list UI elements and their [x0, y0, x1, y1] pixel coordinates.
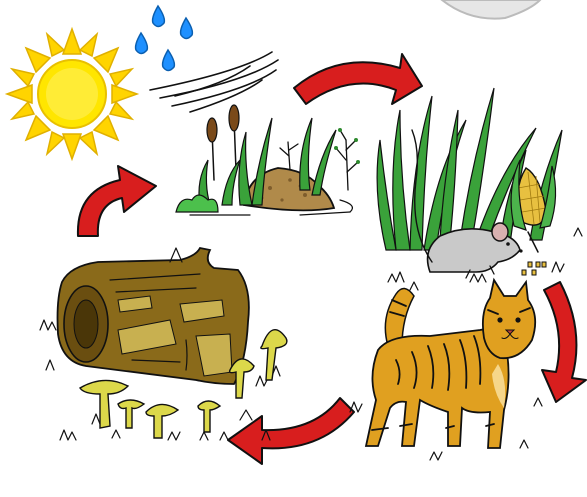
plants-and-rocks — [176, 105, 360, 215]
rotting-log-with-mushrooms — [40, 248, 287, 440]
raindrops-icon — [136, 6, 193, 71]
mouse-with-corn — [377, 88, 582, 290]
arrow-plants-to-mouse — [294, 54, 422, 104]
sun-icon — [7, 29, 137, 159]
cat-icon — [350, 280, 542, 460]
corner-decoration-icon — [442, 0, 540, 19]
arrow-log-to-plants — [78, 166, 156, 236]
arrow-mouse-to-cat — [542, 282, 586, 402]
arrow-cat-to-log — [228, 398, 354, 464]
